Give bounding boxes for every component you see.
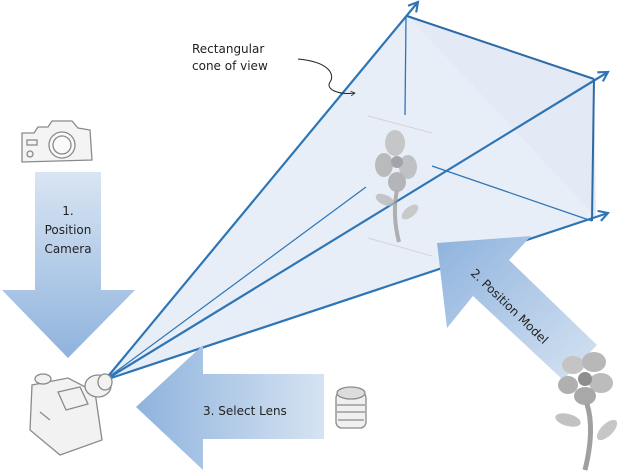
camera-top-icon (21, 120, 93, 163)
cone-label-line1: Rectangular (192, 42, 264, 56)
step3-arrow: 3. Select Lens (136, 345, 324, 470)
far-edge-right (591, 78, 595, 222)
step1-line1: Position (45, 223, 92, 237)
cone-ray-inner (109, 186, 367, 377)
cone-ray-top (104, 0, 420, 381)
cone-label-pointer (297, 58, 356, 97)
step1-line2: Camera (44, 242, 91, 256)
lens-icon (335, 386, 367, 429)
far-edge-bottom (431, 165, 593, 222)
projected-flower-icon (367, 115, 433, 257)
step1-arrow: 1. Position Camera (2, 172, 135, 358)
step1-number: 1. (62, 204, 73, 218)
cone-ray-right (104, 70, 610, 381)
far-edge-left (404, 16, 407, 116)
step3-label: 3. Select Lens (203, 404, 287, 418)
step1-arrow-shape (2, 172, 135, 358)
cone-label-line2: cone of view (192, 59, 268, 73)
step2-arrow-shape (437, 236, 597, 380)
model-flower-icon (555, 352, 618, 471)
camera-bottom-icon (29, 373, 113, 456)
far-edge-top (406, 15, 595, 80)
cone-far-plane (407, 15, 596, 217)
step3-arrow-shape (136, 345, 324, 470)
cone-label: Rectangular cone of view (192, 42, 356, 97)
